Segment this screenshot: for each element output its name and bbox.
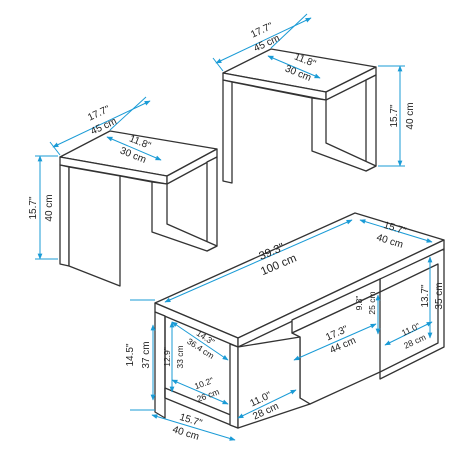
- nightstand-front-left-panel: [59, 164, 70, 267]
- nf-height-cm: 40 cm: [44, 194, 55, 221]
- nightstand-front-front-panel: [68, 166, 121, 287]
- nightstand-front-inner-edge: [119, 175, 153, 183]
- ct-shelf-height-in: 9.8": [354, 296, 364, 311]
- nightstand-front-right-panel: [206, 156, 218, 252]
- ct-height-cm: 37 cm: [141, 341, 152, 368]
- nightstand-back-inner-panel: [311, 97, 377, 172]
- nightstand-back-inner-edge: [231, 81, 313, 99]
- nb-height-in: 15.7": [389, 104, 400, 127]
- dim-ct-left-front-width: [237, 389, 297, 419]
- dim-ct-right-width: [384, 321, 433, 346]
- dim-nb-width-ext1: [212, 57, 224, 72]
- ct-left-open-height-cm: 33 cm: [175, 345, 185, 368]
- ct-right-height-cm: 35 cm: [434, 282, 445, 309]
- nf-height-in: 15.7": [28, 196, 39, 219]
- nightstand-back-right-panel: [365, 74, 377, 172]
- ct-height-in: 14.5": [125, 343, 136, 366]
- dim-ct-bottom-depth: [151, 414, 236, 441]
- ct-left-open-height-in: 12.9": [162, 347, 172, 367]
- dim-ct-left-open-depth: [171, 321, 229, 361]
- coffee-table-left-divider: [229, 343, 239, 429]
- dim-nb-width-ext2: [270, 13, 308, 49]
- ct-shelf-height-cm: 25 cm: [367, 291, 377, 314]
- dim-ct-length: [164, 219, 353, 303]
- ct-right-height-in: 13.7": [420, 284, 431, 307]
- nightstand-back-left-panel: [222, 79, 233, 184]
- nb-height-cm: 40 cm: [405, 102, 416, 129]
- dim-nf-width-ext2: [109, 96, 147, 131]
- dim-nb-depth: [267, 55, 321, 79]
- dim-ct-left-open-width: [171, 379, 229, 405]
- coffee-table-front-panel: [237, 336, 311, 429]
- dim-nf-width-ext1: [49, 141, 61, 156]
- dim-nf-depth: [106, 136, 162, 161]
- dim-ct-shelf-width: [293, 323, 377, 361]
- dim-ct-depth: [359, 219, 433, 243]
